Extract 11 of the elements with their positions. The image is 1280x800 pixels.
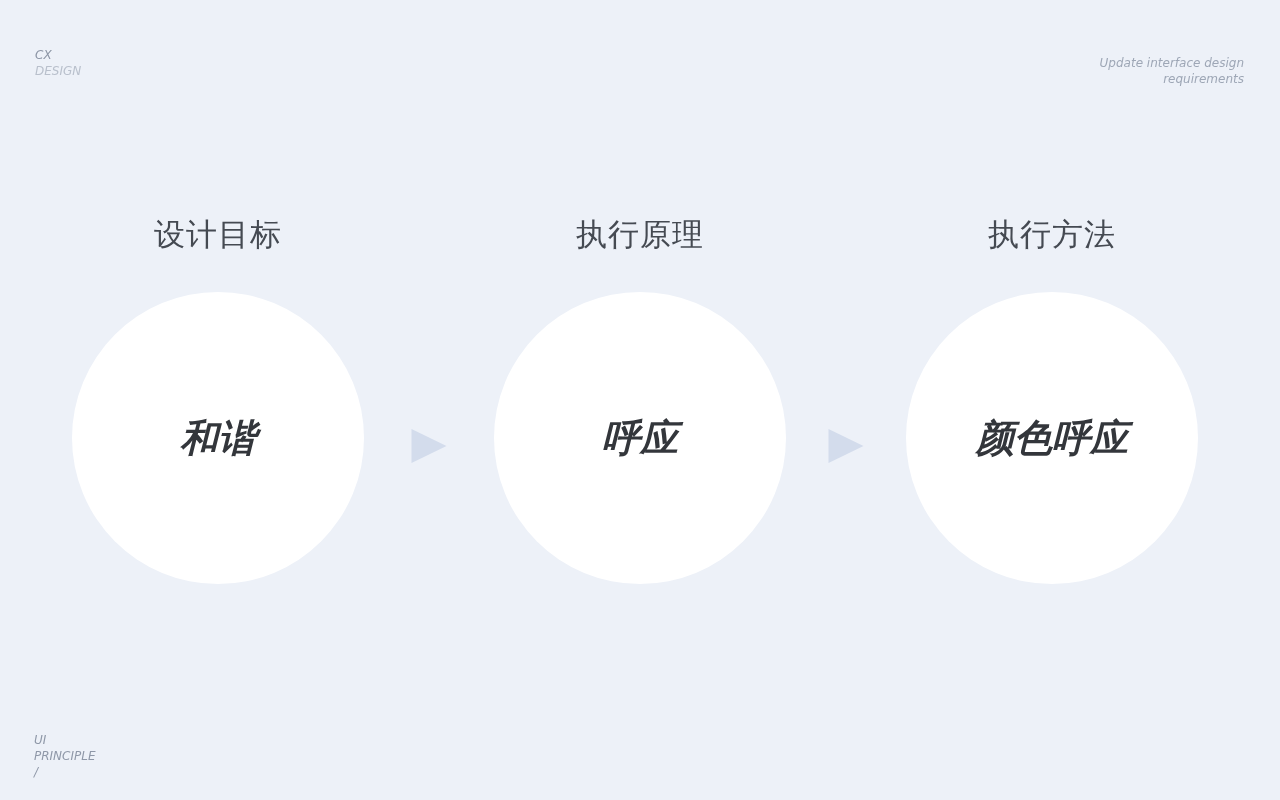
heading-text: 执行原理 — [575, 216, 705, 252]
corner-text: UI PRINCIPLE / — [34, 732, 96, 780]
circle: 颜色呼应 — [906, 292, 1198, 584]
corner-text: Update interface design requirements — [1098, 55, 1244, 87]
circle: 和谐 — [72, 292, 364, 584]
heading-text: 设计目标 — [153, 216, 283, 252]
circle: 呼应 — [494, 292, 786, 584]
heading-text: 执行方法 — [987, 216, 1117, 252]
arrow — [828, 429, 864, 463]
corner-text: CX — [35, 47, 52, 63]
arrow — [411, 429, 447, 463]
